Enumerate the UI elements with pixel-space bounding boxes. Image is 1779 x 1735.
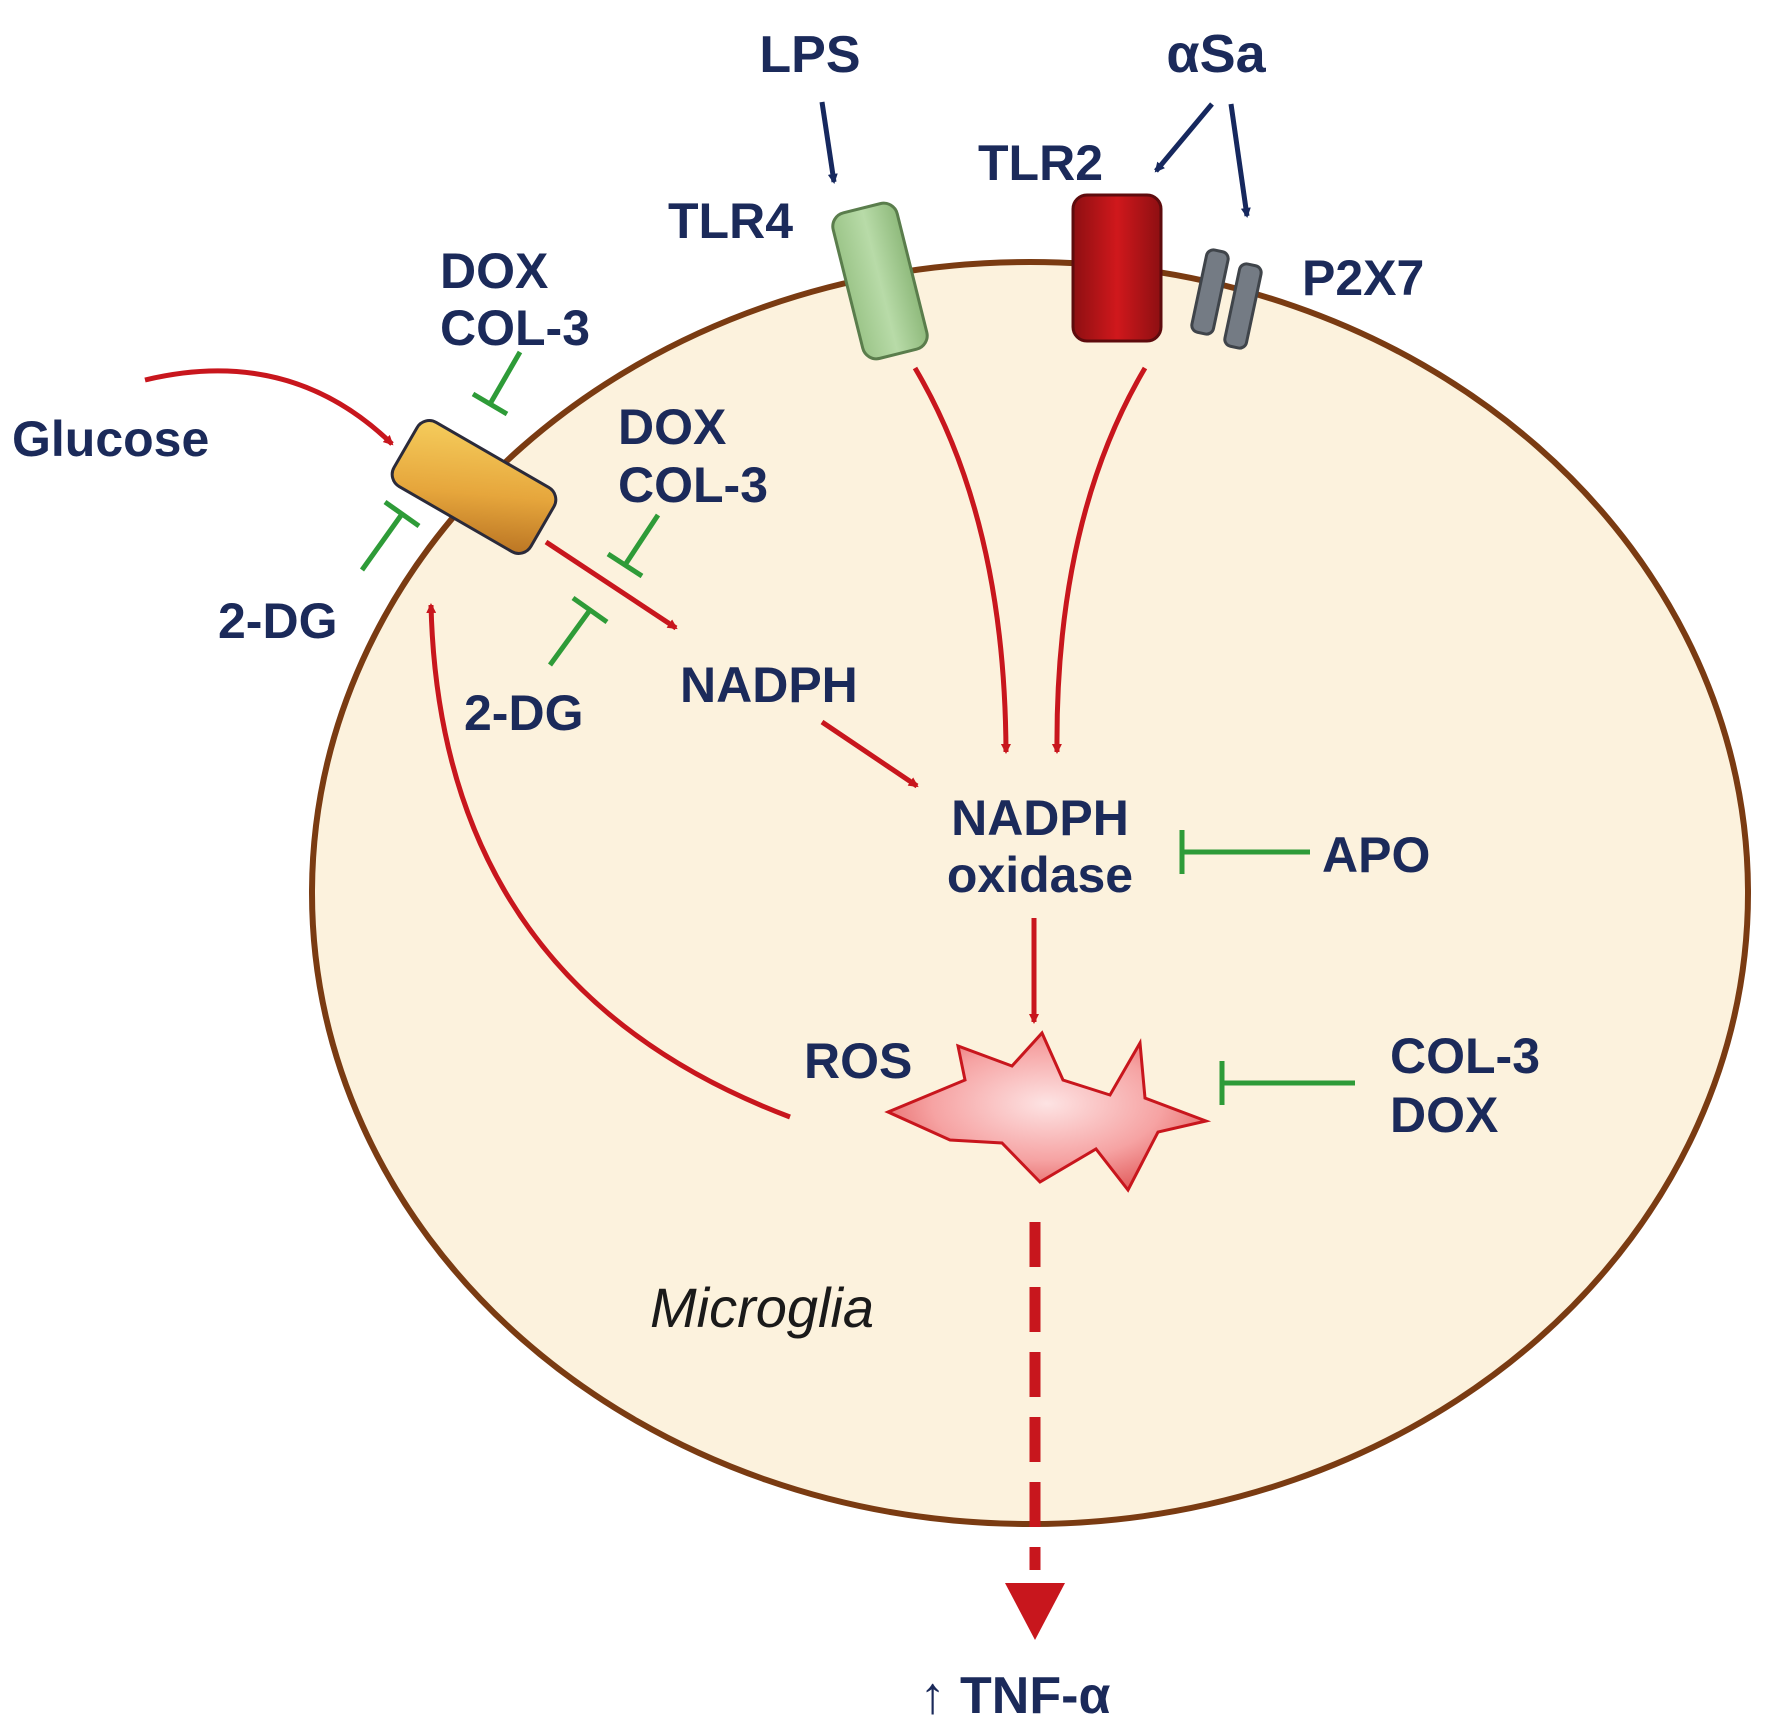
label-col3-top-1: COL-3 [440,300,590,356]
tlr2-receptor [1071,193,1163,343]
label-apo: APO [1322,827,1430,883]
label-asyn: αSa [1166,24,1266,84]
glucose-transporter [390,419,558,555]
nadph-to-nox-arrow [820,719,919,789]
label-dox-top-2: DOX [618,399,726,455]
tlr4-receptor [831,201,929,361]
inhibit-2dg-bottom [547,595,609,667]
ros-shape [884,1030,1212,1193]
label-p2x7: P2X7 [1302,250,1424,306]
inhibit-col3-dox-ros [1219,1061,1355,1105]
inhibit-2dg-left [359,499,421,572]
ros-to-tnf-head [1005,1583,1065,1640]
label-lps: LPS [759,26,860,84]
label-microglia: Microglia [650,1276,874,1339]
inhibit-apo [1179,830,1310,874]
asyn-tlr2-arrow [1154,102,1214,173]
label-nadph: NADPH [680,657,858,713]
label-2dg-left: 2-DG [218,593,337,649]
glucose-arrow [144,368,394,446]
label-tlr2: TLR2 [978,135,1103,191]
asyn-p2x7-arrow [1228,103,1251,218]
inhibit-dox-col3-nadph [606,513,661,579]
label-dox-ros: DOX [1390,1087,1498,1143]
label-glucose: Glucose [12,411,209,467]
label-nadph-oxidase-2: oxidase [947,847,1133,903]
ros-feedback-arrow [426,603,791,1120]
label-col3-top-2: COL-3 [618,457,768,513]
tlr2-signal-arrow [1051,366,1148,754]
tlr4-signal-arrow [912,366,1011,754]
p2x7-channel [1190,248,1263,350]
label-2dg-bottom: 2-DG [464,685,583,741]
label-col3-ros: COL-3 [1390,1028,1540,1084]
label-tlr4: TLR4 [668,193,793,249]
label-nadph-oxidase-1: NADPH [951,790,1129,846]
label-tnf: ↑ TNF-α [920,1667,1111,1725]
transporter-to-nadph-arrow [544,539,678,631]
lps-arrow [819,101,838,184]
inhibit-dox-col3-top-transporter [471,350,523,417]
label-dox-top-1: DOX [440,243,548,299]
label-ros: ROS [804,1033,912,1089]
